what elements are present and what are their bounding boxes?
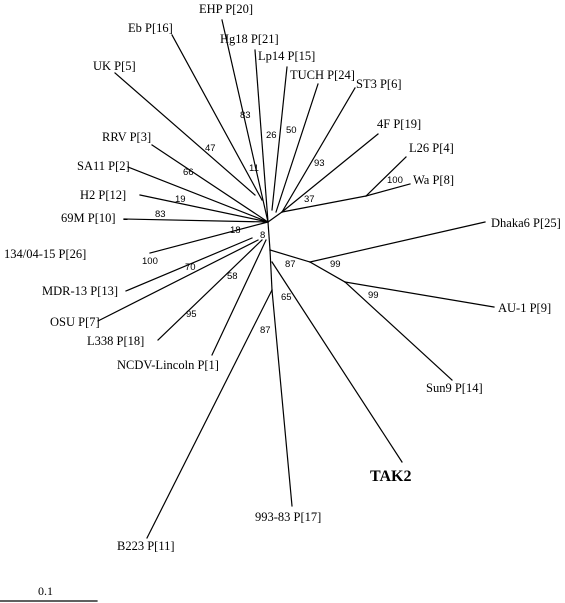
bootstrap-value: 58 xyxy=(227,271,238,282)
branch-wa-l26-stem xyxy=(281,195,367,213)
tip-label-b223: B223 P[11] xyxy=(117,539,175,553)
scale-bar: 0.1 xyxy=(0,584,98,602)
tip-label-au1: AU-1 P[9] xyxy=(498,301,551,315)
tip-label-hg18: Hg18 P[21] xyxy=(220,32,279,46)
bootstrap-value: 83 xyxy=(155,209,166,220)
branch-ncdv xyxy=(211,239,267,356)
bootstrap-value: 70 xyxy=(185,262,196,273)
bootstrap-value: 18 xyxy=(230,225,241,236)
branch-wa xyxy=(365,183,411,197)
branch-h2 xyxy=(139,194,269,223)
tip-label-sa11: SA11 P[2] xyxy=(77,159,130,173)
scale-bar-label: 0.1 xyxy=(38,584,53,598)
branch-internal-center xyxy=(267,221,271,251)
tip-label-uk: UK P[5] xyxy=(93,59,136,73)
branch-lp14 xyxy=(271,66,288,211)
branch-internal-right xyxy=(269,249,311,263)
branch-l338 xyxy=(157,239,263,341)
tip-label-69m: 69M P[10] xyxy=(61,211,116,225)
branch-internal-lower xyxy=(269,249,273,291)
tip-label-tuch: TUCH P[24] xyxy=(290,68,355,82)
branch-l26 xyxy=(365,156,407,197)
bootstrap-value: 100 xyxy=(142,256,158,267)
branch-rrv xyxy=(151,144,269,223)
tip-label-wa: Wa P[8] xyxy=(413,173,454,187)
branch-uk xyxy=(114,72,256,196)
branch-au1-sun9-stem xyxy=(309,261,346,283)
bootstrap-value: 66 xyxy=(183,167,194,178)
bootstrap-value: 50 xyxy=(286,125,297,136)
tip-label-osu: OSU P[7] xyxy=(50,315,100,329)
bootstrap-value: 65 xyxy=(281,292,292,303)
tip-label-rrv: RRV P[3] xyxy=(102,130,151,144)
tip-label-st3: ST3 P[6] xyxy=(356,77,402,91)
tip-label-eb: Eb P[16] xyxy=(128,21,173,35)
bootstrap-value: 19 xyxy=(175,194,186,205)
tip-label-ncdv: NCDV-Lincoln P[1] xyxy=(117,358,219,372)
bootstrap-value: 26 xyxy=(266,130,277,141)
tip-labels: EHP P[20] Eb P[16] Hg18 P[21] Lp14 P[15]… xyxy=(4,2,561,553)
tip-label-l26: L26 P[4] xyxy=(409,141,454,155)
tip-label-lp14: Lp14 P[15] xyxy=(258,49,315,63)
branch-69m xyxy=(123,218,269,223)
branch-993-83 xyxy=(271,289,293,507)
bootstrap-value: 11 xyxy=(249,163,259,174)
branch-4f xyxy=(281,133,379,213)
tip-label-tak2: TAK2 xyxy=(370,468,411,485)
bootstrap-value: 95 xyxy=(186,309,197,320)
bootstrap-value: 93 xyxy=(314,158,325,169)
branch-sa11 xyxy=(127,166,269,223)
tip-label-ehp: EHP P[20] xyxy=(199,2,253,16)
bootstrap-value: 47 xyxy=(205,143,216,154)
tip-label-134-04-15: 134/04-15 P[26] xyxy=(4,247,86,261)
branch-sun9 xyxy=(344,281,453,381)
bootstrap-value: 37 xyxy=(304,194,315,205)
tip-label-4f: 4F P[19] xyxy=(377,117,421,131)
branch-134 xyxy=(149,221,269,254)
tip-label-l338: L338 P[18] xyxy=(87,334,144,348)
branch-mdr13 xyxy=(125,237,253,292)
branch-eb xyxy=(171,34,263,201)
branch-ehp xyxy=(221,19,269,223)
bootstrap-value: 8 xyxy=(260,230,265,241)
branch-internal-upper xyxy=(267,211,283,223)
branch-hg18 xyxy=(254,49,269,223)
bootstrap-value: 87 xyxy=(285,259,296,270)
bootstrap-value: 99 xyxy=(368,290,379,301)
branch-osu xyxy=(97,239,259,322)
branch-b223 xyxy=(146,289,273,539)
tip-label-mdr13: MDR-13 P[13] xyxy=(42,284,118,298)
branch-au1 xyxy=(344,281,495,308)
tip-label-sun9: Sun9 P[14] xyxy=(426,381,483,395)
branch-tuch xyxy=(275,83,319,213)
tip-label-dhaka6: Dhaka6 P[25] xyxy=(491,216,561,230)
tree-branches xyxy=(97,19,495,539)
bootstrap-value: 83 xyxy=(240,110,251,121)
tip-label-993-83: 993-83 P[17] xyxy=(255,510,321,524)
branch-dhaka6 xyxy=(309,221,486,263)
tip-label-h2: H2 P[12] xyxy=(80,188,126,202)
bootstrap-values: 83 47 26 50 11 66 93 19 37 100 83 18 8 1… xyxy=(142,110,403,336)
bootstrap-value: 99 xyxy=(330,259,341,270)
bootstrap-value: 87 xyxy=(260,325,271,336)
bootstrap-value: 100 xyxy=(387,175,403,186)
branch-tak2 xyxy=(271,261,403,463)
branch-st3 xyxy=(281,87,356,213)
